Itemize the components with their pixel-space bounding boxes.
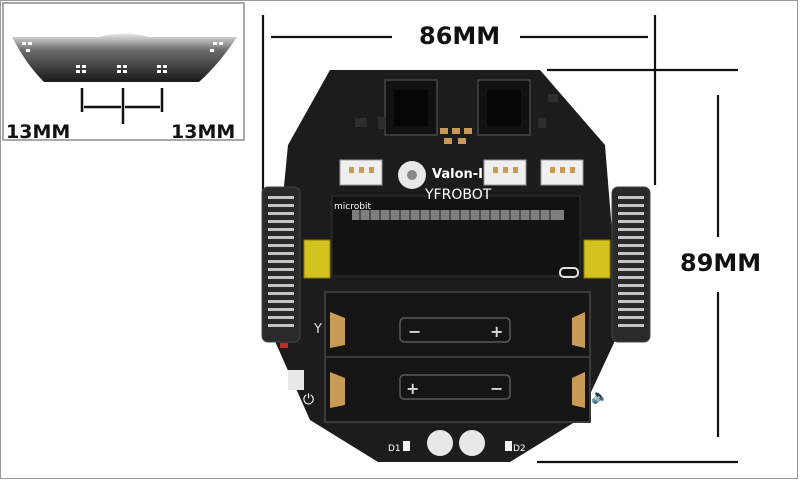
battery-bottom-minus: − bbox=[490, 379, 503, 398]
battery-bottom-plus: + bbox=[406, 379, 419, 398]
red-led bbox=[280, 343, 288, 348]
status-indicator bbox=[559, 267, 579, 278]
sensor-right-spacing-label: 13MM bbox=[171, 121, 236, 143]
module-label: Valon-I bbox=[432, 167, 483, 182]
sensor-board bbox=[12, 33, 237, 82]
battery-contacts bbox=[330, 312, 585, 408]
side-text: Y bbox=[313, 322, 322, 337]
smd-components bbox=[355, 94, 558, 129]
battery-bottom-outline bbox=[399, 374, 511, 400]
power-icon: ⏻ bbox=[303, 392, 314, 408]
slot-label: microbit bbox=[334, 202, 371, 212]
sensor-pads bbox=[22, 42, 223, 73]
width-dimension-label: 86MM bbox=[419, 22, 501, 50]
top-pads bbox=[440, 128, 472, 144]
microbit-slot bbox=[331, 195, 581, 277]
battery-top-plus: + bbox=[490, 322, 503, 341]
battery-top-outline bbox=[399, 317, 511, 343]
sensor-left-spacing-label: 13MM bbox=[6, 121, 71, 143]
right-motor bbox=[583, 239, 611, 279]
sensor-board-drawing bbox=[12, 33, 237, 124]
tread-slots bbox=[268, 196, 644, 327]
led-left-label: D1 bbox=[388, 444, 401, 454]
edge-connector bbox=[352, 210, 564, 220]
battery-top-minus: − bbox=[408, 322, 421, 341]
led-right-label: D2 bbox=[513, 444, 526, 454]
left-wheel bbox=[261, 186, 301, 343]
sensor-spacing-lines bbox=[80, 88, 164, 124]
led-d1 bbox=[403, 441, 410, 451]
right-wheel bbox=[611, 186, 651, 343]
left-motor bbox=[303, 239, 331, 279]
power-switch[interactable] bbox=[288, 370, 304, 390]
sensor-inset: 13MM 13MM bbox=[2, 2, 245, 143]
height-dimension-label: 89MM bbox=[680, 249, 762, 277]
light-sensor-icon bbox=[427, 430, 453, 456]
brand-label: YFROBOT bbox=[424, 187, 492, 203]
speaker-icon: 🔈 bbox=[591, 389, 608, 405]
light-sensor-icon bbox=[459, 430, 485, 456]
led-d2 bbox=[505, 441, 512, 451]
connector-row bbox=[339, 159, 584, 186]
